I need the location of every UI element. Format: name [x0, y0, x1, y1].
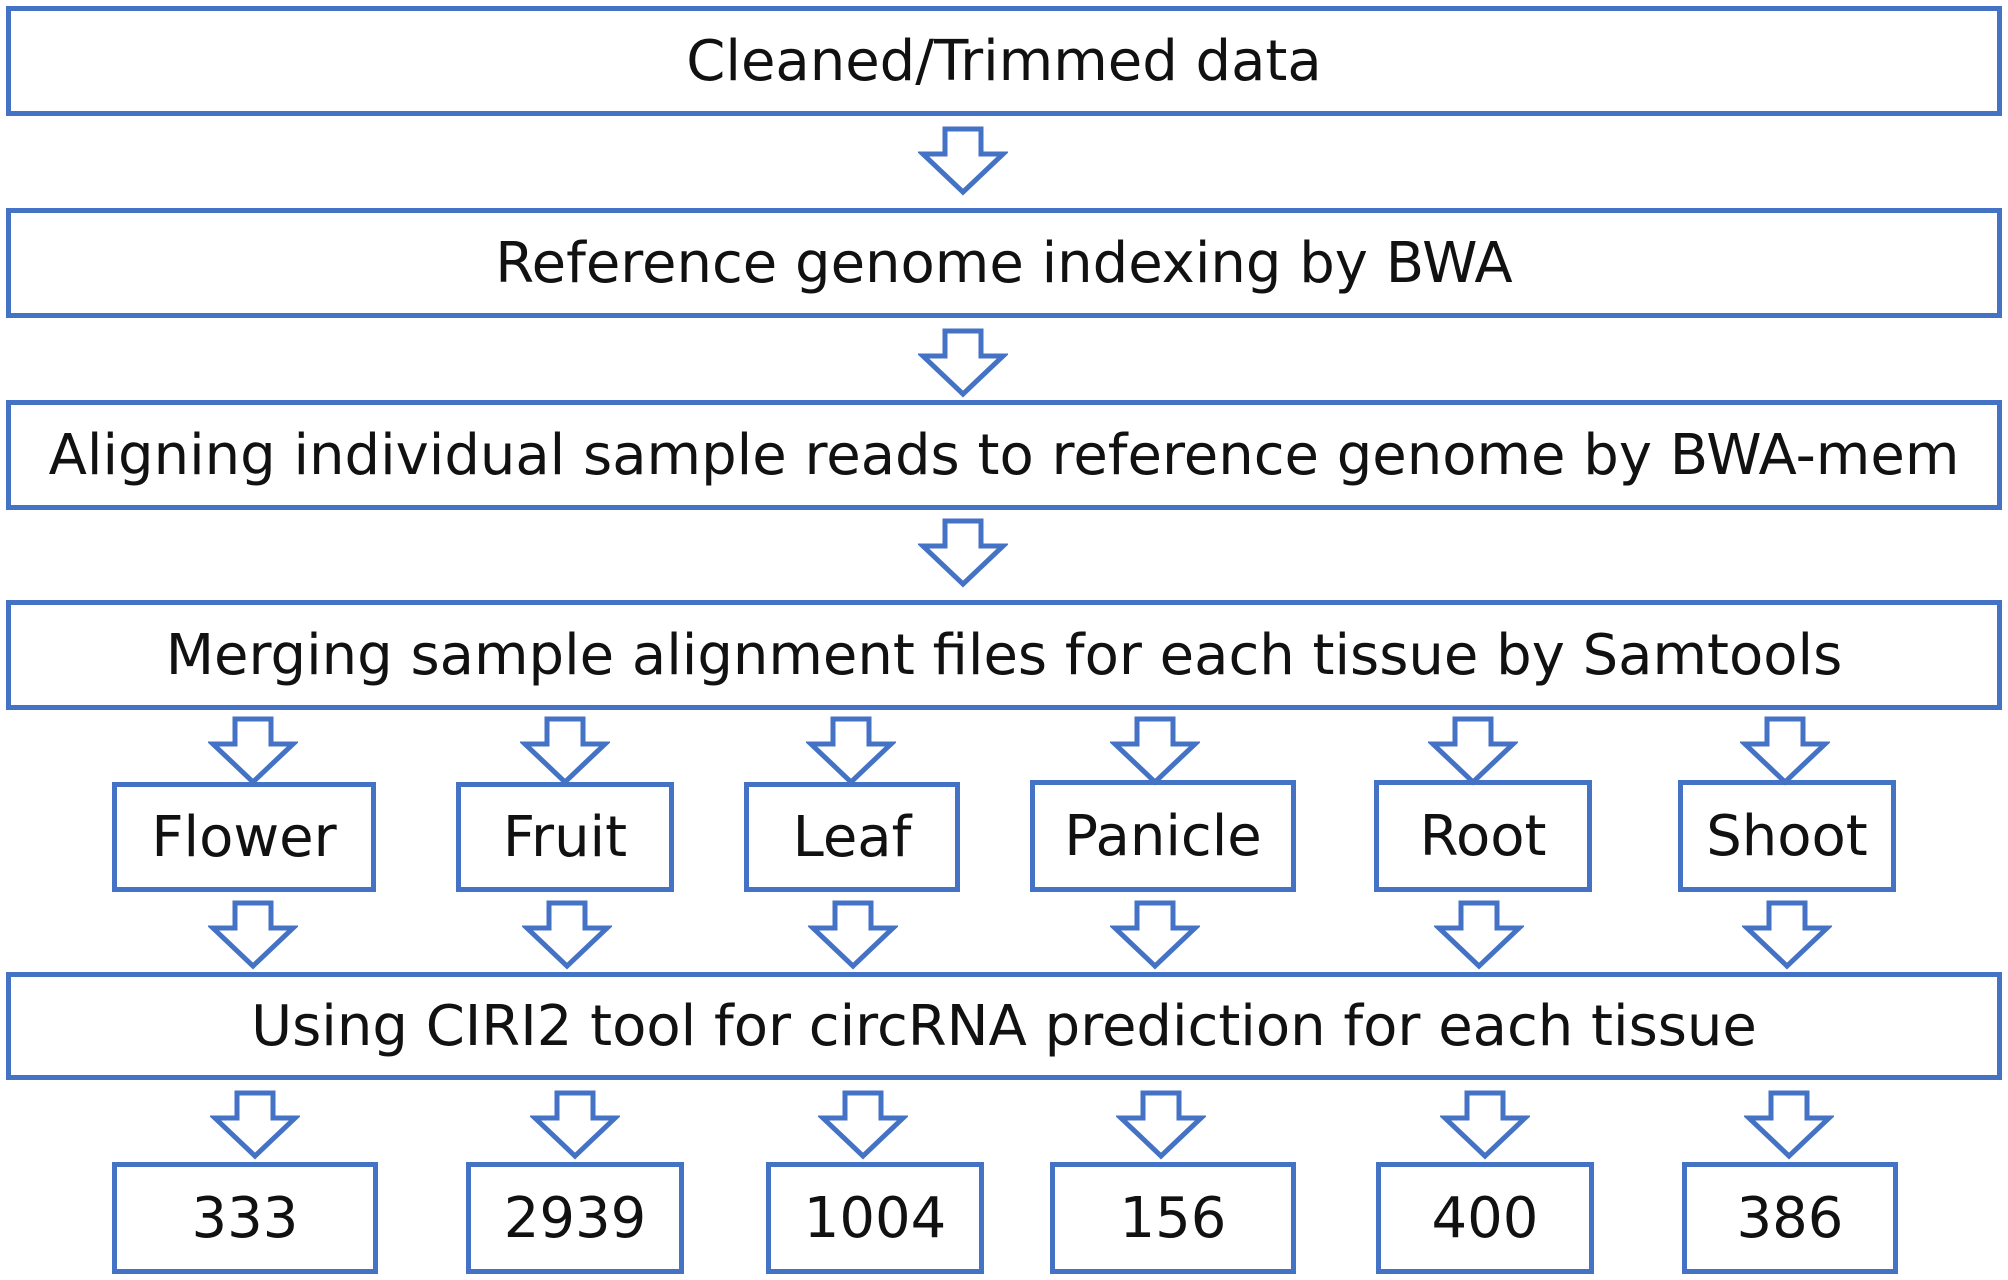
tissue-box-panicle: Panicle [1030, 780, 1296, 892]
count-box-flower: 333 [112, 1162, 378, 1274]
tissue-box-flower: Flower [112, 782, 376, 892]
down-arrow-icon [806, 716, 896, 786]
down-arrow-icon [1116, 1090, 1206, 1160]
count-box-fruit: 2939 [466, 1162, 684, 1274]
count-value-leaf: 1004 [803, 1185, 947, 1251]
down-arrow-icon [1110, 900, 1200, 970]
down-arrow-icon [1428, 716, 1518, 786]
step-cleaned-data-label: Cleaned/Trimmed data [686, 28, 1322, 94]
count-box-root: 400 [1376, 1162, 1594, 1274]
down-arrow-icon [1434, 900, 1524, 970]
step-ciri2-prediction-label: Using CIRI2 tool for circRNA prediction … [251, 993, 1757, 1059]
count-box-panicle: 156 [1050, 1162, 1296, 1274]
step-aligning-reads: Aligning individual sample reads to refe… [6, 400, 2002, 510]
step-reference-indexing-label: Reference genome indexing by BWA [495, 230, 1513, 296]
count-value-root: 400 [1431, 1185, 1539, 1251]
tissue-label-fruit: Fruit [502, 804, 628, 870]
step-reference-indexing: Reference genome indexing by BWA [6, 208, 2002, 318]
down-arrow-icon [210, 1090, 300, 1160]
step-aligning-reads-label: Aligning individual sample reads to refe… [48, 422, 1960, 488]
down-arrow-icon [818, 1090, 908, 1160]
down-arrow-icon [1742, 900, 1832, 970]
tissue-box-root: Root [1374, 780, 1592, 892]
count-box-leaf: 1004 [766, 1162, 984, 1274]
count-value-flower: 333 [191, 1185, 299, 1251]
step-merging-alignments-label: Merging sample alignment files for each … [165, 622, 1843, 688]
down-arrow-icon [208, 716, 298, 786]
count-value-fruit: 2939 [503, 1185, 647, 1251]
count-value-shoot: 386 [1736, 1185, 1844, 1251]
tissue-label-root: Root [1419, 803, 1547, 869]
down-arrow-icon [208, 900, 298, 970]
step-cleaned-data: Cleaned/Trimmed data [6, 6, 2002, 116]
tissue-label-shoot: Shoot [1706, 803, 1868, 869]
count-value-panicle: 156 [1119, 1185, 1227, 1251]
step-ciri2-prediction: Using CIRI2 tool for circRNA prediction … [6, 972, 2002, 1080]
down-arrow-icon [1744, 1090, 1834, 1160]
down-arrow-icon [522, 900, 612, 970]
tissue-box-shoot: Shoot [1678, 780, 1896, 892]
down-arrow-icon [918, 328, 1008, 398]
down-arrow-icon [808, 900, 898, 970]
tissue-label-panicle: Panicle [1064, 803, 1262, 869]
step-merging-alignments: Merging sample alignment files for each … [6, 600, 2002, 710]
tissue-box-fruit: Fruit [456, 782, 674, 892]
count-box-shoot: 386 [1682, 1162, 1898, 1274]
down-arrow-icon [1110, 716, 1200, 786]
down-arrow-icon [918, 126, 1008, 196]
tissue-label-flower: Flower [151, 804, 337, 870]
down-arrow-icon [1440, 1090, 1530, 1160]
down-arrow-icon [918, 518, 1008, 588]
tissue-label-leaf: Leaf [792, 804, 912, 870]
down-arrow-icon [1740, 716, 1830, 786]
tissue-box-leaf: Leaf [744, 782, 960, 892]
down-arrow-icon [530, 1090, 620, 1160]
down-arrow-icon [520, 716, 610, 786]
